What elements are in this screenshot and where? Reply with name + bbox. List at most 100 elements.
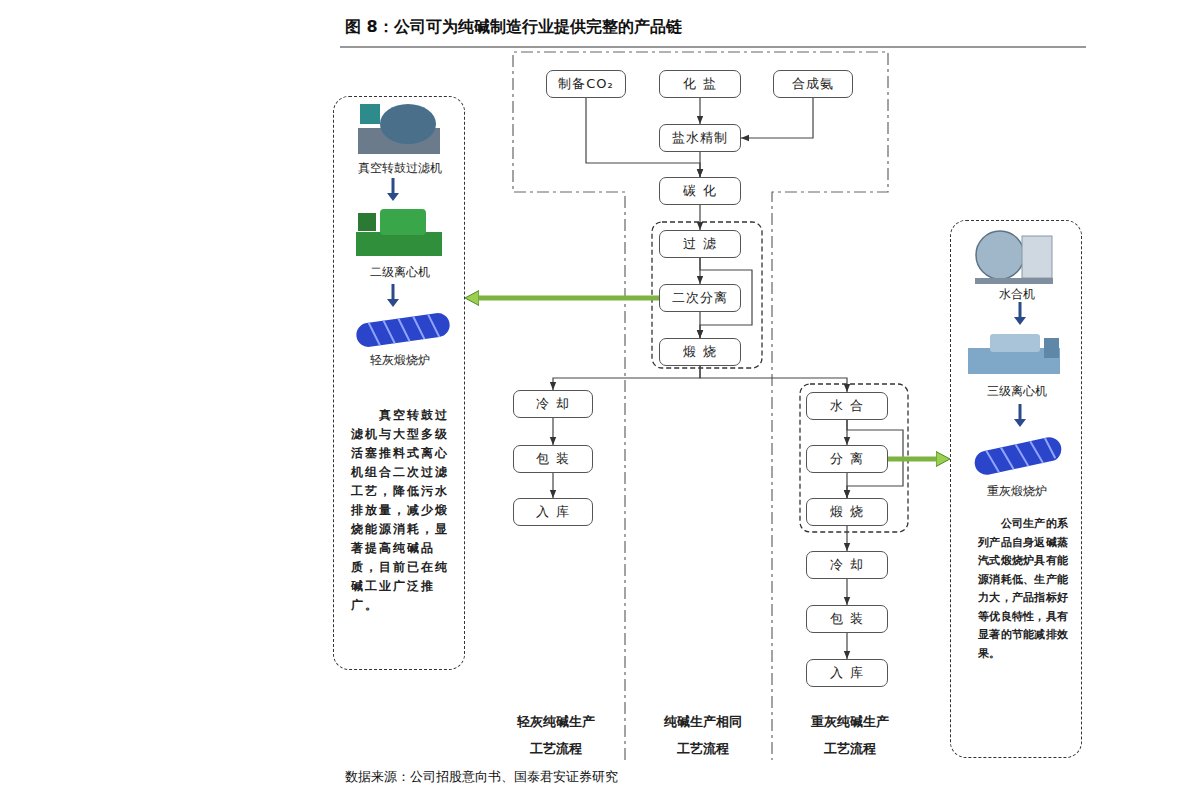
hydrator-frame — [1022, 236, 1052, 278]
three-stage-centrifuge-illustration — [968, 334, 1060, 374]
step-label: 冷 却 — [536, 395, 569, 413]
panel-note: 公司生产的系列产品自身返碱蒸汽式煅烧炉具有能源消耗低、生产能力大，产品指标好等优… — [978, 515, 1070, 663]
step-label: 二次分离 — [672, 289, 728, 307]
calciner-body — [972, 435, 1063, 477]
flow-connector — [553, 366, 700, 390]
process-box: 包 装 — [806, 605, 888, 633]
down-arrow-icon — [387, 178, 399, 201]
equipment-caption: 真空转鼓过滤机 — [338, 161, 462, 176]
heavy-ash-calciner-illustration — [972, 435, 1063, 477]
arrow-head — [1014, 317, 1026, 325]
process-box: 水 合 — [806, 392, 888, 420]
equipment-caption: 重灰煅烧炉 — [955, 484, 1079, 499]
process-box: 盐水精制 — [659, 124, 741, 152]
calciner-spiral — [369, 313, 440, 346]
flow-connector — [846, 473, 847, 498]
step-label: 入 库 — [536, 503, 569, 521]
step-label: 碳 化 — [683, 182, 716, 200]
equipment-caption: 水合机 — [955, 287, 1079, 302]
process-box: 合成氨 — [773, 70, 853, 98]
flow-connector — [846, 633, 847, 659]
flow-connector — [699, 312, 700, 338]
flow-connector — [846, 579, 847, 605]
equipment-panel: 水合机三级离心机重灰煅烧炉公司生产的系列产品自身返碱蒸汽式煅烧炉具有能源消耗低、… — [950, 220, 1082, 758]
flow-connector — [552, 418, 553, 445]
centrifuge-motor — [358, 213, 376, 231]
down-arrow-icon — [1014, 302, 1026, 325]
equipment-panel: 真空转鼓过滤机二级离心机轻灰煅烧炉真空转鼓过滤机与大型多级活塞推料式离心机组合二… — [333, 96, 465, 670]
step-label: 包 装 — [536, 450, 569, 468]
calciner-spiral — [986, 437, 1056, 474]
step-label: 煅 烧 — [830, 503, 863, 521]
vacuum-drum-filter-illustration — [358, 104, 440, 154]
source-caption: 数据来源：公司招股意向书、国泰君安证券研究 — [345, 768, 618, 786]
step-label: 煅 烧 — [683, 343, 716, 361]
light-ash-group-outline — [652, 222, 762, 368]
hydrator-illustration — [975, 231, 1053, 284]
equipment-link-arrow — [888, 457, 936, 462]
equipment-caption: 二级离心机 — [338, 265, 462, 280]
process-box: 煅 烧 — [806, 498, 888, 526]
hydrator-base — [975, 278, 1053, 284]
filter-motor — [360, 104, 380, 124]
step-label: 分 离 — [830, 450, 863, 468]
hydrator-drum — [976, 231, 1024, 279]
arrow-shaft — [392, 178, 395, 194]
process-box: 冷 却 — [513, 390, 593, 418]
process-box: 入 库 — [513, 498, 593, 526]
column-label: 纯碱生产相同 工艺流程 — [661, 708, 745, 762]
centrifuge-base — [356, 232, 442, 256]
figure-title: 图 8：公司可为纯碱制造行业提供完整的产品链 — [345, 17, 682, 38]
process-box: 冷 却 — [806, 551, 888, 579]
process-box: 二次分离 — [659, 284, 741, 312]
step-label: 包 装 — [830, 610, 863, 628]
arrow-shaft — [392, 284, 395, 300]
arrow-head — [387, 193, 399, 201]
process-box: 分 离 — [806, 445, 888, 473]
process-box: 煅 烧 — [659, 338, 741, 366]
title-rule — [340, 47, 1086, 48]
flow-connector — [699, 152, 700, 177]
step-label: 冷 却 — [830, 556, 863, 574]
column-label: 重灰纯碱生产 工艺流程 — [808, 708, 892, 762]
equipment-caption: 三级离心机 — [955, 384, 1079, 399]
calciner-body — [355, 312, 451, 349]
filter-drum — [380, 104, 436, 144]
arrow-head — [387, 299, 399, 307]
flow-connector — [846, 526, 847, 551]
column-label: 轻灰纯碱生产 工艺流程 — [514, 708, 598, 762]
centrifuge-drum — [380, 209, 426, 235]
step-label: 盐水精制 — [672, 129, 728, 147]
flow-connector — [741, 98, 813, 138]
equipment-link-arrow — [479, 296, 659, 301]
arrow-shaft — [1019, 404, 1022, 420]
equipment-caption: 轻灰煅烧炉 — [338, 353, 462, 368]
centrifuge-drum — [990, 334, 1040, 352]
flow-connector — [699, 98, 700, 124]
centrifuge-motor — [1044, 338, 1059, 358]
centrifuge-illustration — [356, 209, 442, 256]
process-box: 包 装 — [513, 445, 593, 473]
process-box: 入 库 — [806, 659, 888, 687]
step-label: 制备CO₂ — [558, 75, 614, 93]
process-box: 制备CO₂ — [546, 70, 626, 98]
step-label: 合成氨 — [792, 75, 834, 93]
flow-connector — [699, 205, 700, 230]
step-label: 过 滤 — [683, 235, 716, 253]
step-label: 水 合 — [830, 397, 863, 415]
shared-process-outline — [513, 52, 888, 760]
light-ash-calciner-illustration — [355, 312, 451, 349]
step-label: 入 库 — [830, 664, 863, 682]
panel-note: 真空转鼓过滤机与大型多级活塞推料式离心机组合二次过滤工艺，降低污水排放量，减少煅… — [351, 406, 451, 615]
flow-connector — [700, 366, 847, 392]
process-box: 过 滤 — [659, 230, 741, 258]
down-arrow-icon — [1014, 404, 1026, 427]
arrow-head — [1014, 419, 1026, 427]
process-box: 化 盐 — [659, 70, 741, 98]
flow-connector — [552, 473, 553, 498]
process-box: 碳 化 — [659, 177, 741, 205]
